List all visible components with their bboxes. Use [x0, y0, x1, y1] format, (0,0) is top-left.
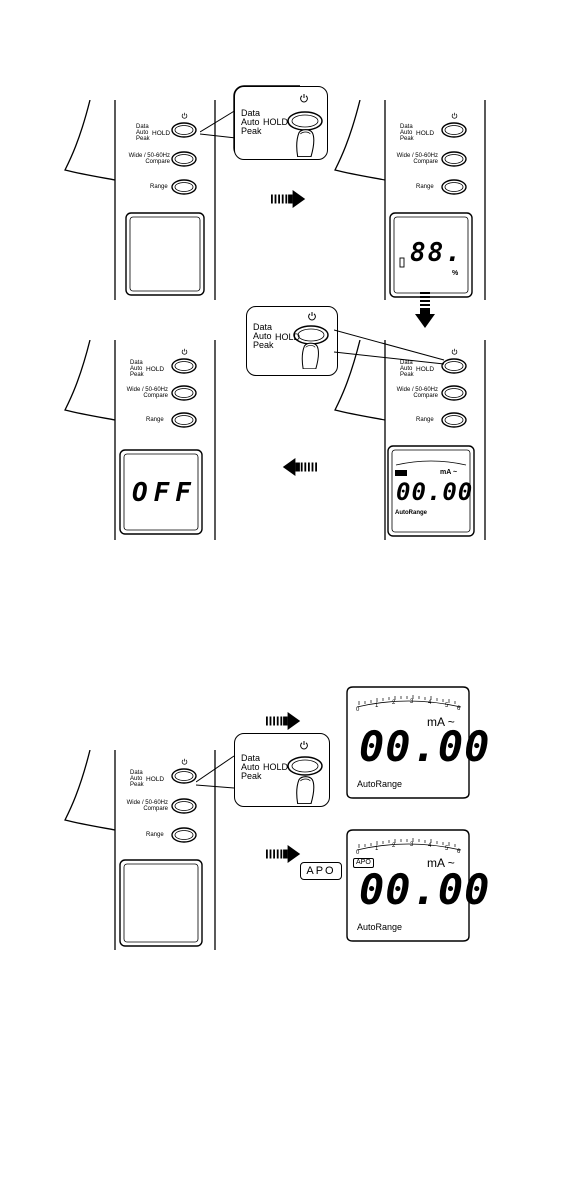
range-label: Range: [146, 417, 164, 423]
scale-tick-2: 2: [392, 843, 396, 849]
power-icon: [299, 740, 309, 750]
arrow-down-icon: [415, 292, 435, 328]
arrow-right-icon: [270, 190, 308, 208]
scale-tick-5: 5: [445, 846, 449, 852]
scale-tick-0: 0: [356, 707, 360, 713]
scale-tick-6: 6: [457, 849, 461, 855]
zoom-hold-label: HOLD: [263, 762, 289, 772]
power-icon: [451, 348, 458, 355]
lcd-autorange: AutoRange: [395, 510, 427, 516]
meter-body-outline: [64, 750, 216, 950]
scale-tick-0: 0: [356, 850, 360, 856]
apo-callout-label: APO: [300, 862, 342, 880]
large-lcd-normal: 0 1 2 3 4 5 6 mA ~ 00.00 AutoRange: [345, 685, 489, 800]
range-label: Range: [150, 184, 168, 190]
lcd-apo-indicator: APO: [353, 858, 374, 868]
battery-icon: [399, 257, 405, 268]
scale-tick-6: 6: [457, 706, 461, 712]
lcd-off-text: OFF: [132, 478, 197, 508]
finger-icon: [287, 770, 327, 804]
power-icon: [307, 311, 317, 321]
large-lcd-frame: [346, 686, 470, 799]
hold-label: HOLD: [146, 776, 165, 783]
meter-body-outline: [64, 340, 216, 540]
power-icon: [451, 112, 458, 119]
scale-tick-5: 5: [445, 703, 449, 709]
scale-tick-3: 3: [410, 842, 414, 848]
lcd-unit-label: mA ~: [427, 856, 455, 870]
hold-label: HOLD: [416, 366, 435, 373]
zoom-hold-label: HOLD: [275, 332, 301, 342]
scale-tick-4: 4: [428, 700, 432, 706]
large-lcd-apo: 0 1 2 3 4 5 6 APO mA ~ 00.00 AutoRange: [345, 828, 489, 943]
arrow-right-icon: [265, 845, 303, 863]
arrow-right-icon: [265, 712, 303, 730]
finger-icon: [287, 123, 327, 157]
arrow-left-icon: [280, 458, 318, 476]
zoom-hold-label: HOLD: [263, 117, 289, 127]
power-icon: [181, 348, 188, 355]
scale-tick-4: 4: [428, 843, 432, 849]
large-lcd-frame: [346, 829, 470, 942]
lcd-unit-label: mA ~: [427, 715, 455, 729]
lcd-reading: 00.00: [359, 722, 491, 771]
lcd-percent-unit: %: [452, 270, 459, 277]
scale-tick-1: 1: [375, 703, 379, 709]
range-label: Range: [416, 417, 434, 423]
lcd-test-digits: 88.: [410, 238, 463, 268]
zoom-button-pressed[interactable]: [285, 752, 325, 782]
scale-tick-1: 1: [375, 846, 379, 852]
scale-tick-3: 3: [410, 699, 414, 705]
hold-label: HOLD: [152, 130, 171, 137]
lcd-autorange: AutoRange: [357, 922, 403, 932]
lcd-reading: 00.00: [359, 865, 491, 914]
power-icon: [181, 112, 188, 119]
lcd-reading: 00.00: [396, 478, 474, 506]
meter-body-outline: [64, 100, 216, 300]
zoom-pointer-lines: [196, 755, 235, 789]
hold-label: HOLD: [416, 130, 435, 137]
hold-label: HOLD: [146, 366, 165, 373]
power-icon: [181, 758, 188, 765]
lcd-unit-label: mA ~: [440, 469, 458, 476]
meter-body-outline: [334, 100, 486, 300]
power-icon: [299, 93, 309, 103]
range-label: Range: [146, 832, 164, 838]
finger-icon: [293, 337, 331, 369]
zoom-pointer-lines: [334, 329, 445, 365]
range-label: Range: [416, 184, 434, 190]
meter-body-outline: [334, 340, 486, 540]
lcd-autorange: AutoRange: [357, 779, 403, 789]
scale-tick-2: 2: [392, 700, 396, 706]
